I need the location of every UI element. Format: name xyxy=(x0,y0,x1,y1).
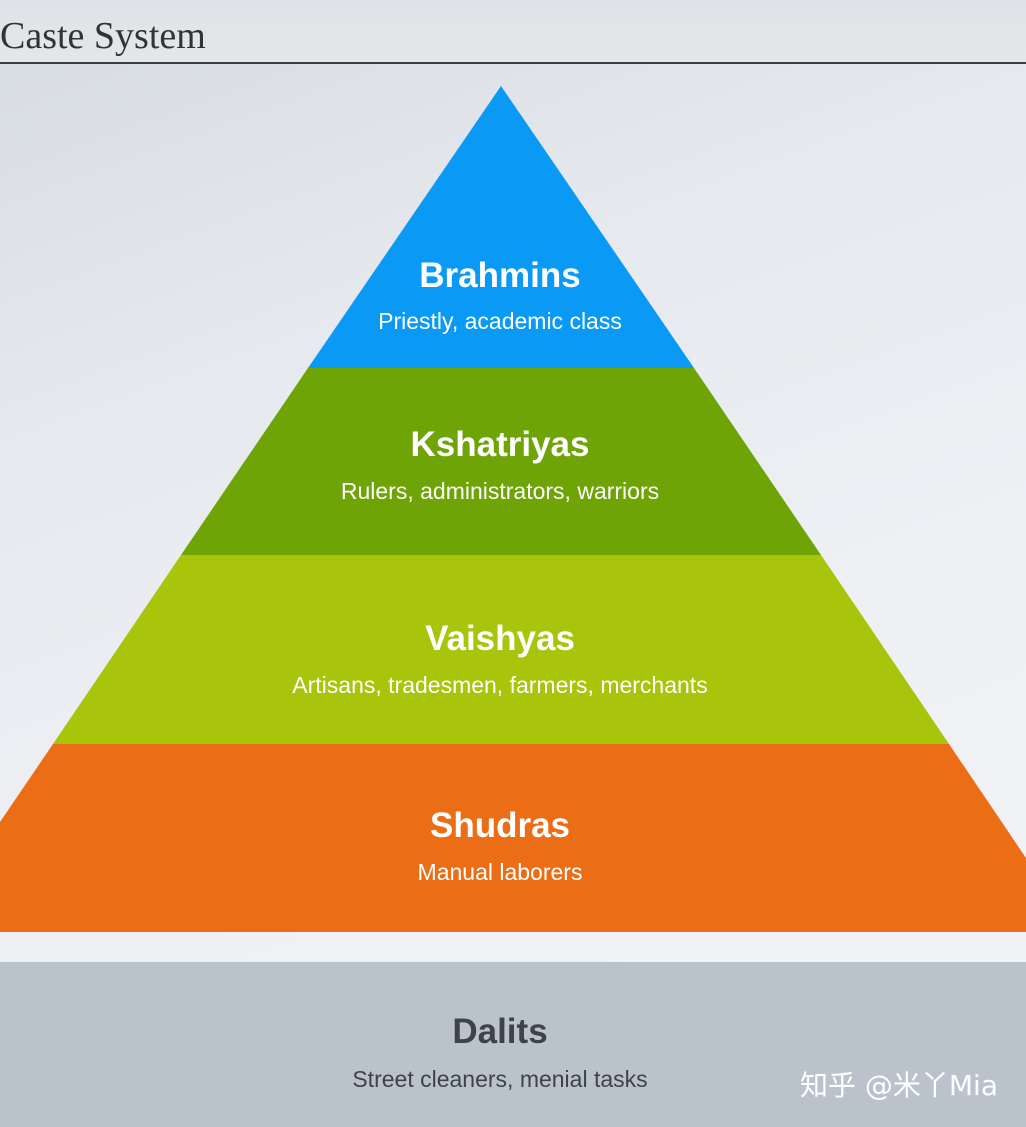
tier-vaishyas-description: Artisans, tradesmen, farmers, merchants xyxy=(292,672,708,698)
tier-kshatriyas-description: Rulers, administrators, warriors xyxy=(340,478,660,504)
tier-shudras-shape xyxy=(0,744,1026,932)
watermark: 知乎 @米丫Mia xyxy=(800,1069,998,1102)
title-bar: Caste System xyxy=(0,0,1026,64)
tier-kshatriyas-name: Kshatriyas xyxy=(410,425,590,464)
page-title: Caste System xyxy=(0,15,206,57)
tier-vaishyas-shape xyxy=(53,555,949,744)
tier-shudras-name: Shudras xyxy=(429,806,571,845)
tier-brahmins-name: Brahmins xyxy=(419,256,581,295)
tier-vaishyas-name: Vaishyas xyxy=(425,619,575,658)
base-band xyxy=(0,962,1026,1127)
base-dalits-description: Street cleaners, menial tasks xyxy=(352,1066,648,1092)
pyramid-diagram xyxy=(0,86,1026,932)
tier-shudras-description: Manual laborers xyxy=(417,859,583,885)
tier-kshatriyas-shape xyxy=(181,368,821,555)
tier-brahmins-description: Priestly, academic class xyxy=(378,308,622,334)
base-dalits-name: Dalits xyxy=(452,1012,548,1051)
tier-brahmins-shape xyxy=(308,86,694,368)
